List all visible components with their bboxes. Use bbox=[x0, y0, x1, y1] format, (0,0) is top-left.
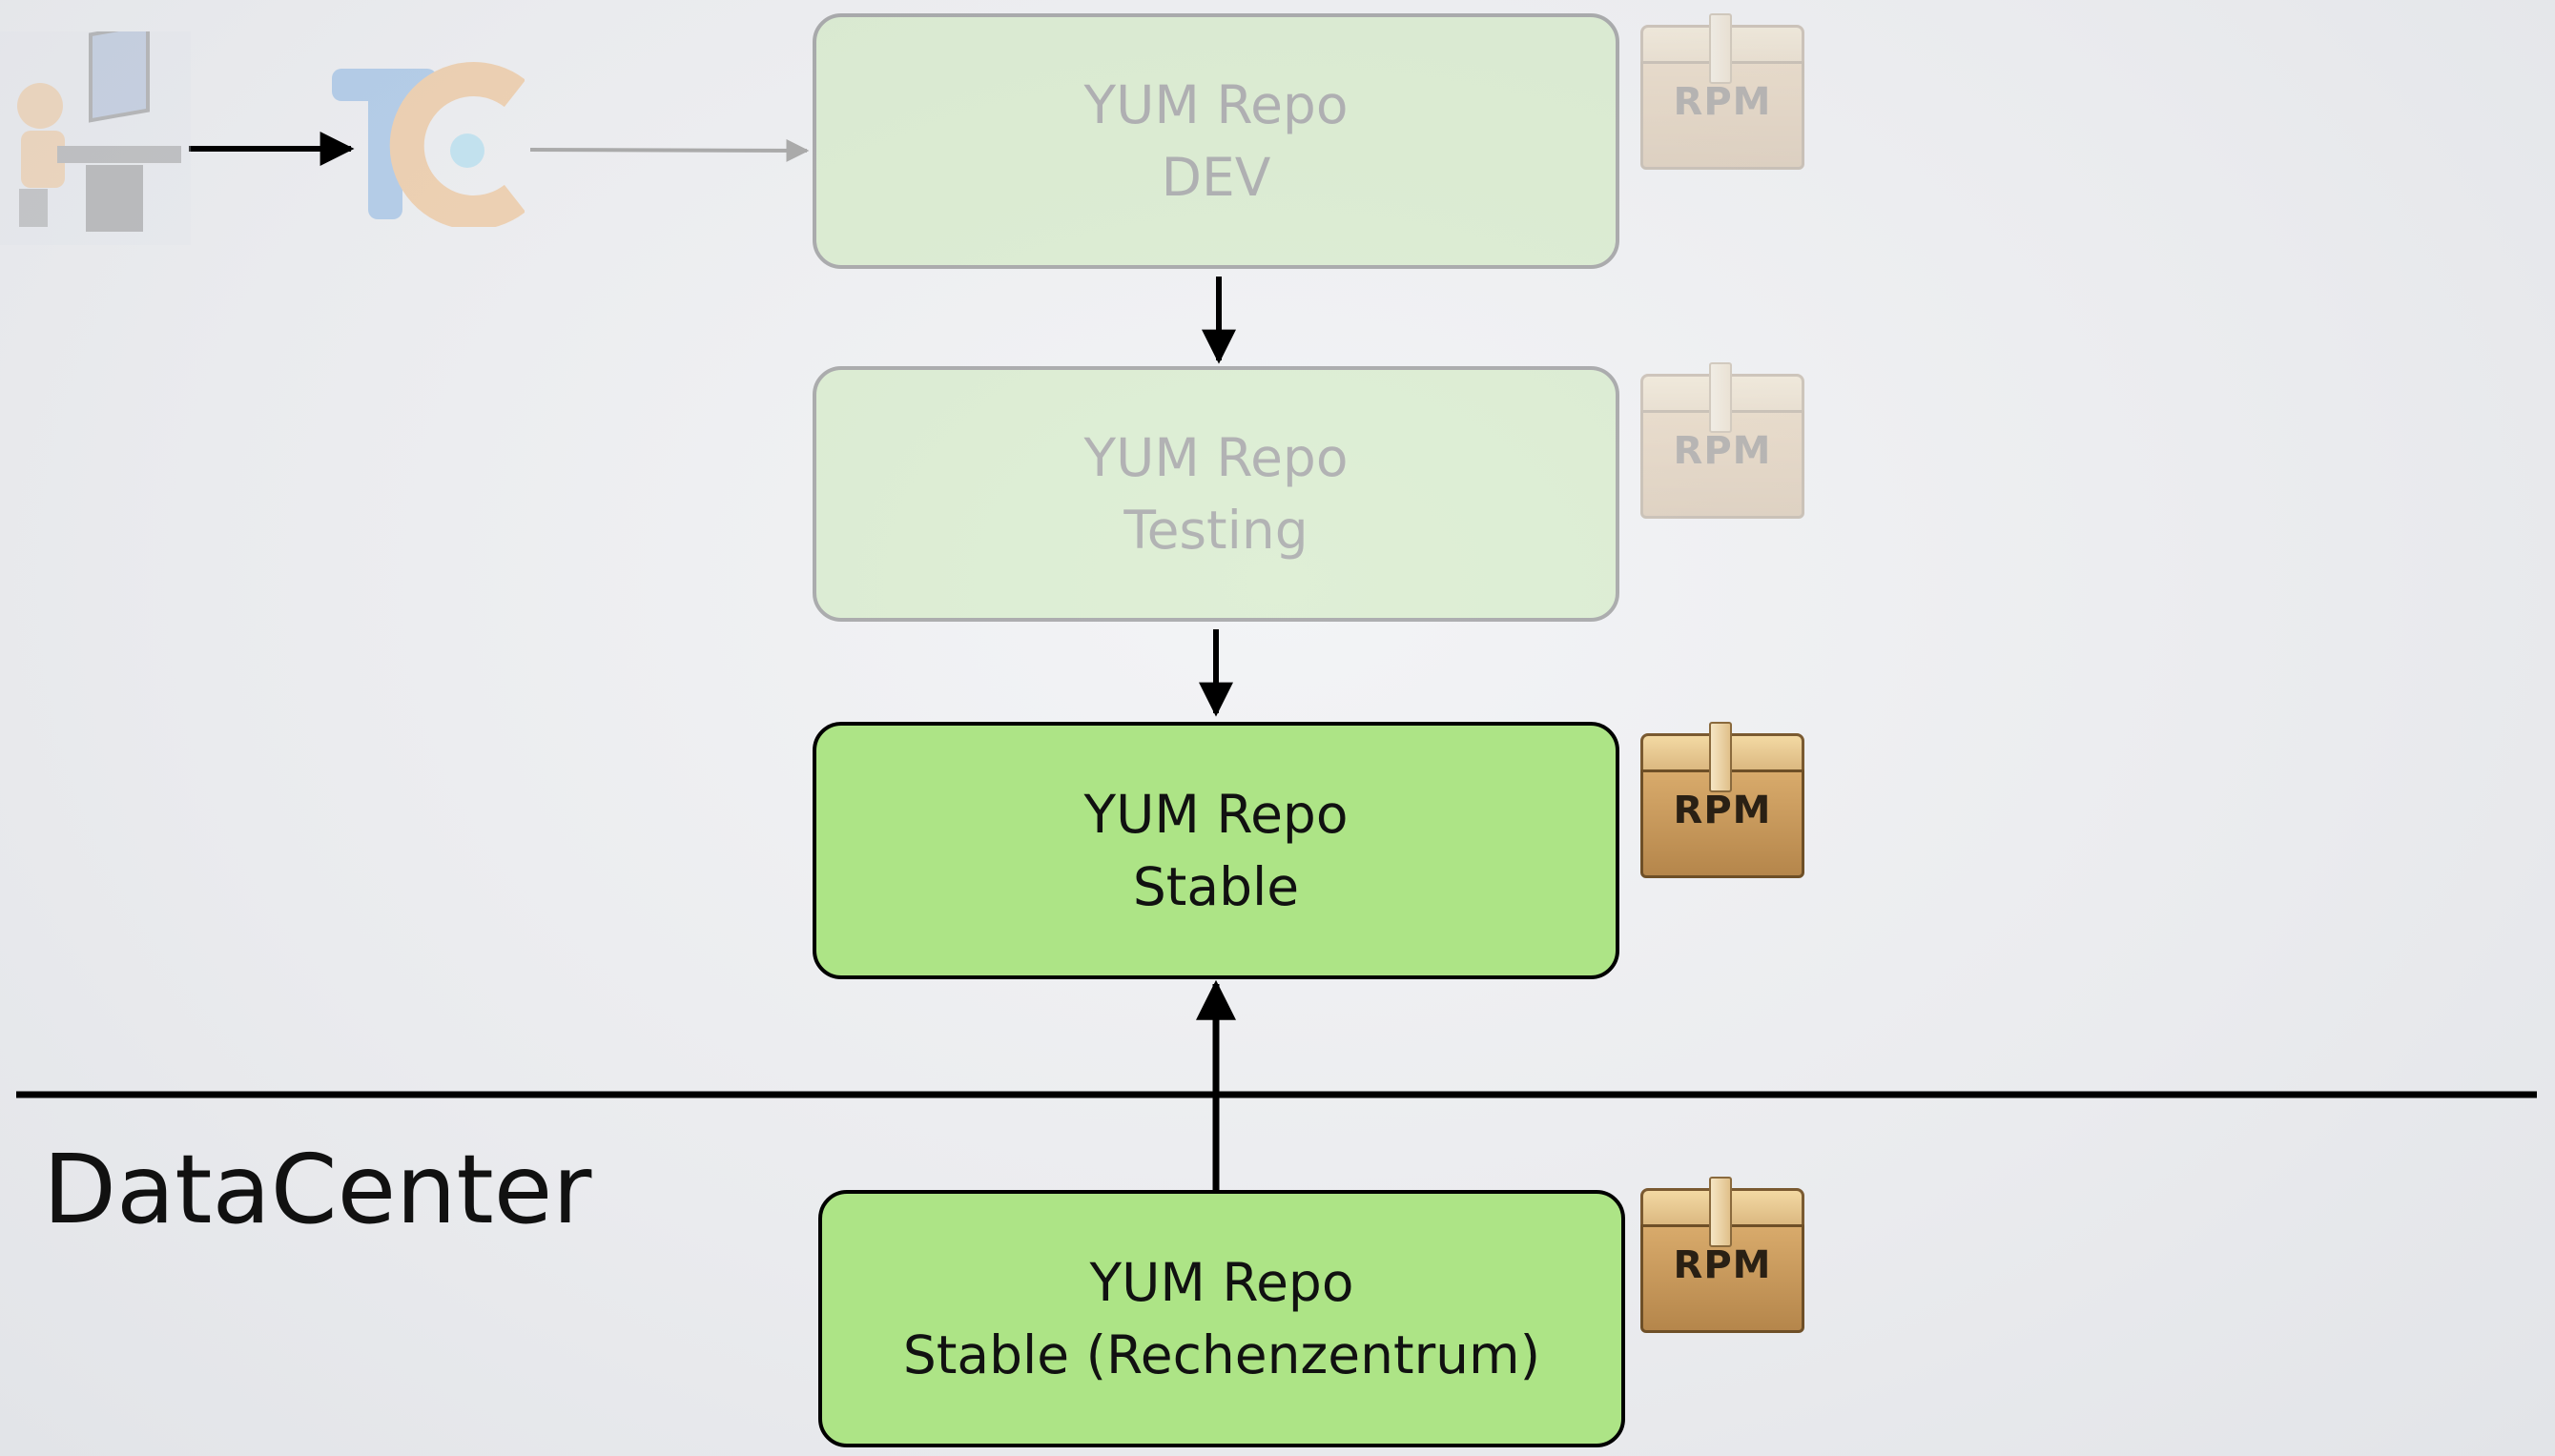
rpm-label: RPM bbox=[1673, 80, 1772, 124]
repo-stable-title: YUM Repo bbox=[1083, 784, 1349, 845]
rpm-package-icon: RPM bbox=[1640, 722, 1804, 878]
repo-testing-box: YUM Repo Testing bbox=[813, 366, 1619, 622]
repo-stable-box: YUM Repo Stable bbox=[813, 722, 1619, 979]
developer-workstation-icon bbox=[0, 22, 191, 245]
repo-stable-name: Stable bbox=[1132, 856, 1300, 917]
teamcity-logo-icon: TC bbox=[324, 55, 526, 230]
repo-dev-name: DEV bbox=[1161, 147, 1271, 208]
rpm-package-icon: RPM bbox=[1640, 1177, 1804, 1333]
repo-rechenzentrum-box: YUM Repo Stable (Rechenzentrum) bbox=[818, 1190, 1625, 1447]
repo-testing-name: Testing bbox=[1123, 500, 1308, 561]
rpm-label: RPM bbox=[1673, 1243, 1772, 1287]
repo-dev-title: YUM Repo bbox=[1083, 74, 1349, 135]
repo-rechenzentrum-name: Stable (Rechenzentrum) bbox=[902, 1324, 1541, 1385]
arrow-tc-to-dev bbox=[529, 138, 810, 162]
rpm-label: RPM bbox=[1673, 789, 1772, 832]
rpm-package-icon: RPM bbox=[1640, 13, 1804, 170]
repo-rechenzentrum-title: YUM Repo bbox=[1089, 1252, 1354, 1313]
rpm-package-icon: RPM bbox=[1640, 362, 1804, 519]
repo-testing-title: YUM Repo bbox=[1083, 427, 1349, 488]
repo-dev-box: YUM Repo DEV bbox=[813, 13, 1619, 269]
rpm-label: RPM bbox=[1673, 429, 1772, 473]
datacenter-label: DataCenter bbox=[43, 1134, 592, 1245]
